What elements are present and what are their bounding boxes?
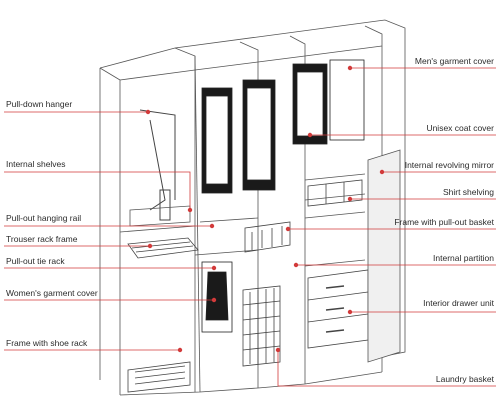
laundry-basket-drawing — [242, 285, 281, 367]
internal-shelves-drawing — [129, 205, 191, 227]
label-trouser-rack-frame: Trouser rack frame — [6, 234, 78, 244]
drawer-unit-drawing — [307, 269, 369, 349]
shoe-rack-drawing — [127, 361, 191, 393]
label-internal-partition: Internal partition — [433, 253, 494, 263]
label-unisex-coat-cover: Unisex coat cover — [426, 123, 494, 133]
wardrobe-frame — [99, 19, 406, 396]
label-pull-out-hanging-rail: Pull-out hanging rail — [6, 213, 82, 223]
label-frame-with-pull-out-basket: Frame with pull-out basket — [394, 217, 494, 227]
pull-down-hanger-mechanism — [139, 109, 176, 221]
label-internal-revolving-mirror: Internal revolving mirror — [404, 160, 494, 170]
label-interior-drawer-unit: Interior drawer unit — [423, 298, 494, 308]
label-womens-garment-cover: Women's garment cover — [6, 288, 98, 298]
label-mens-garment-cover: Men's garment cover — [414, 56, 494, 66]
label-pull-down-hanger: Pull-down hanger — [6, 99, 73, 109]
label-frame-with-shoe-rack: Frame with shoe rack — [6, 338, 88, 348]
shirt-shelving-drawing — [307, 179, 363, 207]
leader-lines — [4, 67, 496, 387]
hanging-garments — [201, 59, 365, 194]
pull-out-basket-drawing — [244, 221, 291, 253]
trouser-rack-drawing — [127, 237, 199, 259]
revolving-mirror-drawing — [367, 149, 401, 363]
label-laundry-basket: Laundry basket — [435, 374, 494, 384]
label-shirt-shelving: Shirt shelving — [442, 187, 494, 197]
label-internal-shelves: Internal shelves — [6, 159, 66, 169]
womens-garment-drawing — [201, 261, 233, 333]
label-pull-out-tie-rack: Pull-out tie rack — [6, 256, 65, 266]
leader-dots — [145, 65, 385, 353]
